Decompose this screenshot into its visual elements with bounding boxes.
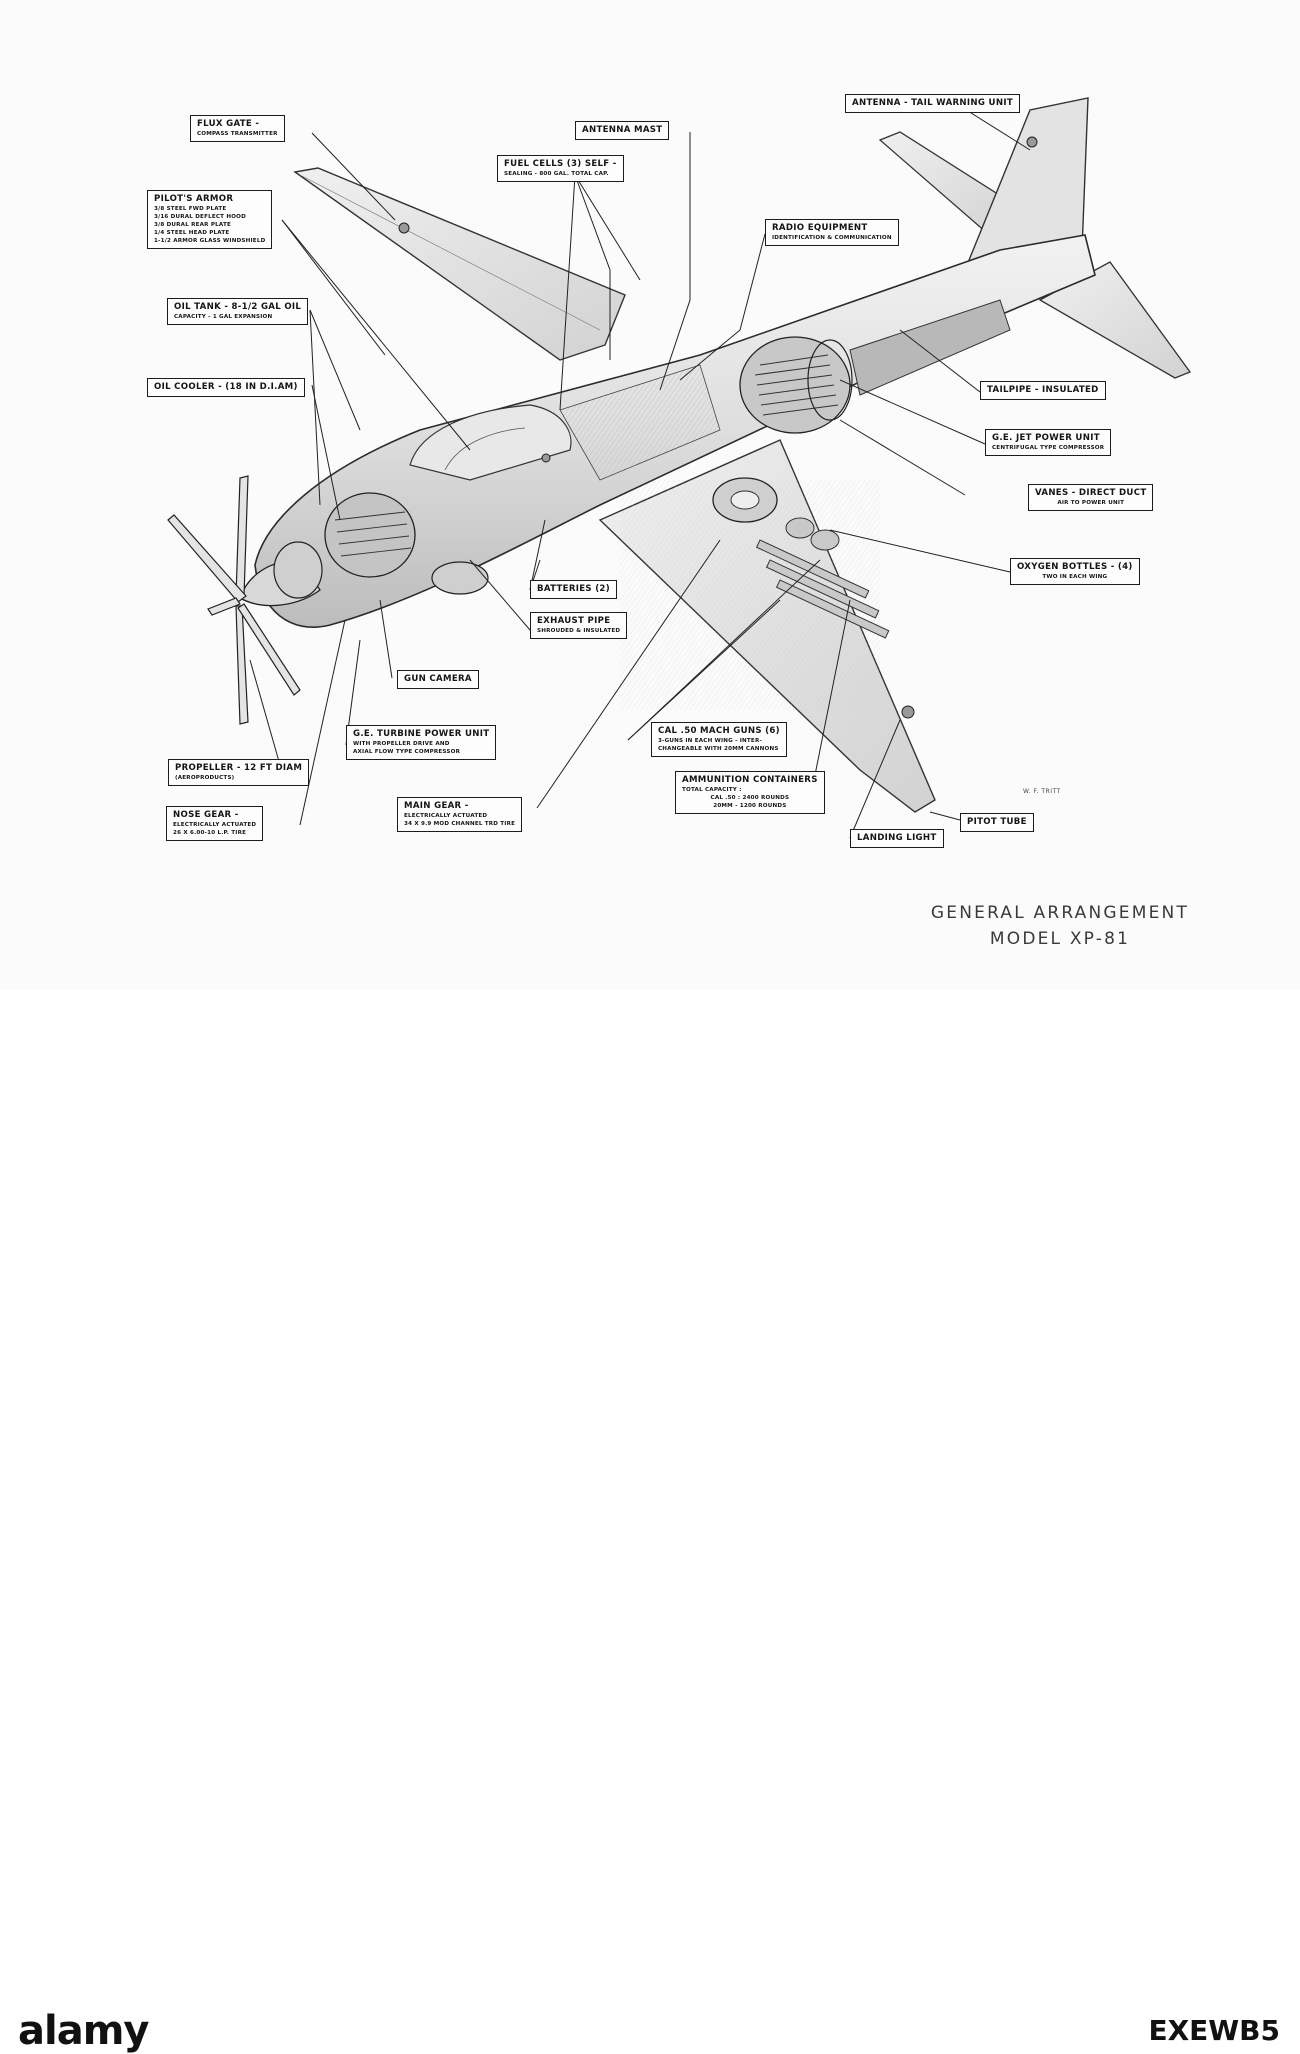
callout-label: VANES - DIRECT DUCT xyxy=(1035,488,1147,498)
callout-antenna-mast: ANTENNA MAST xyxy=(575,121,670,140)
callout-vanes: VANES - DIRECT DUCT AIR TO POWER UNIT xyxy=(1028,484,1154,511)
callout-radio-equipment: RADIO EQUIPMENT IDENTIFICATION & COMMUNI… xyxy=(765,219,899,246)
callout-detail: 3-GUNS IN EACH WING - INTER- xyxy=(658,738,762,744)
callout-oxygen-bottles: OXYGEN BOTTLES - (4) TWO IN EACH WING xyxy=(1010,558,1140,585)
callout-ge-turbine: G.E. TURBINE POWER UNIT WITH PROPELLER D… xyxy=(346,725,497,760)
callout-gun-camera: GUN CAMERA xyxy=(397,670,479,689)
callout-label: G.E. TURBINE POWER UNIT xyxy=(353,729,490,739)
callout-label: PILOT'S ARMOR xyxy=(154,194,234,204)
callout-label: OIL COOLER - (18 IN D.I.AM) xyxy=(154,382,298,392)
callout-label: BATTERIES (2) xyxy=(537,584,610,594)
callout-label: GUN CAMERA xyxy=(404,674,472,684)
callout-detail: CENTRIFUGAL TYPE COMPRESSOR xyxy=(992,445,1105,451)
callout-label: ANTENNA MAST xyxy=(582,125,663,135)
callout-label: FUEL CELLS (3) SELF - xyxy=(504,159,617,169)
callout-detail: IDENTIFICATION & COMMUNICATION xyxy=(772,235,892,241)
artist-signature: W. F. TRITT xyxy=(1023,788,1061,795)
diagram-sheet: FLUX GATE - COMPASS TRANSMITTER PILOT'S … xyxy=(0,0,1300,990)
callout-flux-gate: FLUX GATE - COMPASS TRANSMITTER xyxy=(190,115,285,142)
callout-detail: 1/4 STEEL HEAD PLATE xyxy=(154,230,230,236)
callout-detail: 34 X 9.9 MOD CHANNEL TRD TIRE xyxy=(404,821,516,827)
callout-detail: SHROUDED & INSULATED xyxy=(537,628,621,634)
callout-oil-tank: OIL TANK - 8-1/2 GAL OIL CAPACITY - 1 GA… xyxy=(167,298,309,325)
alamy-logo[interactable]: alamy xyxy=(18,2008,149,2054)
title-line-1: GENERAL ARRANGEMENT xyxy=(930,903,1190,923)
callout-main-gear: MAIN GEAR - ELECTRICALLY ACTUATED 34 X 9… xyxy=(397,797,523,832)
callout-detail: 3/16 DURAL DEFLECT HOOD xyxy=(154,214,246,220)
callout-pitot-tube: PITOT TUBE xyxy=(960,813,1034,832)
callout-detail: CHANGEABLE WITH 20MM CANNONS xyxy=(658,746,779,752)
propeller-blades xyxy=(167,475,301,725)
callout-detail: 26 X 6.00-10 L.P. TIRE xyxy=(173,830,247,836)
left-wing xyxy=(293,167,626,361)
callout-detail: TOTAL CAPACITY : xyxy=(682,787,742,793)
callout-label: AMMUNITION CONTAINERS xyxy=(682,775,818,785)
callout-label: FLUX GATE - xyxy=(197,119,260,129)
callout-landing-light: LANDING LIGHT xyxy=(850,829,944,848)
callout-label: TAILPIPE - INSULATED xyxy=(987,385,1099,395)
callout-detail: 20MM - 1200 ROUNDS xyxy=(713,803,787,809)
callout-label: LANDING LIGHT xyxy=(857,833,937,843)
callout-batteries: BATTERIES (2) xyxy=(530,580,617,599)
callout-cal-50-guns: CAL .50 MACH GUNS (6) 3-GUNS IN EACH WIN… xyxy=(651,722,787,757)
callout-detail: ELECTRICALLY ACTUATED xyxy=(173,822,257,828)
callout-detail: 3/8 STEEL FWD PLATE xyxy=(154,206,227,212)
callout-propeller: PROPELLER - 12 FT DIAM (AEROPRODUCTS) xyxy=(168,759,310,786)
image-id: EXEWB5 xyxy=(1148,2014,1280,2047)
aircraft-cutaway-drawing xyxy=(167,97,1192,839)
stock-footer: alamy EXEWB5 xyxy=(0,990,1300,2054)
callout-ammunition: AMMUNITION CONTAINERS TOTAL CAPACITY : C… xyxy=(675,771,825,814)
callout-detail: CAL .50 : 2400 ROUNDS xyxy=(710,795,790,801)
callout-nose-gear: NOSE GEAR - ELECTRICALLY ACTUATED 26 X 6… xyxy=(166,806,264,841)
callout-detail: 3/8 DURAL REAR PLATE xyxy=(154,222,232,228)
callout-detail: TWO IN EACH WING xyxy=(1042,574,1108,580)
tailpipe xyxy=(849,299,1011,396)
callout-label: CAL .50 MACH GUNS (6) xyxy=(658,726,780,736)
callout-detail: 1-1/2 ARMOR GLASS WINDSHIELD xyxy=(154,238,266,244)
callout-detail: AXIAL FLOW TYPE COMPRESSOR xyxy=(353,749,461,755)
drawing-title: GENERAL ARRANGEMENT MODEL XP-81 xyxy=(905,900,1215,952)
callout-detail: SEALING - 800 GAL. TOTAL CAP. xyxy=(504,171,609,177)
callout-label: OIL TANK - 8-1/2 GAL OIL xyxy=(174,302,302,312)
title-line-2: MODEL XP-81 xyxy=(989,929,1131,949)
callout-detail: AIR TO POWER UNIT xyxy=(1057,500,1125,506)
callout-label: PITOT TUBE xyxy=(967,817,1027,827)
callout-label: PROPELLER - 12 FT DIAM xyxy=(175,763,303,773)
nose-wheel xyxy=(431,561,489,595)
callout-pilots-armor: PILOT'S ARMOR 3/8 STEEL FWD PLATE 3/16 D… xyxy=(147,190,273,249)
callout-label: EXHAUST PIPE xyxy=(537,616,611,626)
callout-label: ANTENNA - TAIL WARNING UNIT xyxy=(852,98,1013,108)
callout-detail: COMPASS TRANSMITTER xyxy=(197,131,278,137)
callout-label: OXYGEN BOTTLES - (4) xyxy=(1017,562,1133,572)
callout-label: MAIN GEAR - xyxy=(404,801,469,811)
callout-oil-cooler: OIL COOLER - (18 IN D.I.AM) xyxy=(147,378,305,397)
callout-detail: (AEROPRODUCTS) xyxy=(175,775,235,781)
leader-lines xyxy=(249,105,1031,839)
callout-tailpipe: TAILPIPE - INSULATED xyxy=(980,381,1106,400)
callout-antenna-tail: ANTENNA - TAIL WARNING UNIT xyxy=(845,94,1020,113)
callout-label: G.E. JET POWER UNIT xyxy=(992,433,1100,443)
callout-detail: ELECTRICALLY ACTUATED xyxy=(404,813,488,819)
callout-detail: WITH PROPELLER DRIVE AND xyxy=(353,741,450,747)
callout-detail: CAPACITY - 1 GAL EXPANSION xyxy=(174,314,273,320)
callout-exhaust-pipe: EXHAUST PIPE SHROUDED & INSULATED xyxy=(530,612,628,639)
callout-ge-jet: G.E. JET POWER UNIT CENTRIFUGAL TYPE COM… xyxy=(985,429,1112,456)
callout-label: NOSE GEAR - xyxy=(173,810,239,820)
callout-fuel-cells: FUEL CELLS (3) SELF - SEALING - 800 GAL.… xyxy=(497,155,624,182)
callout-label: RADIO EQUIPMENT xyxy=(772,223,868,233)
